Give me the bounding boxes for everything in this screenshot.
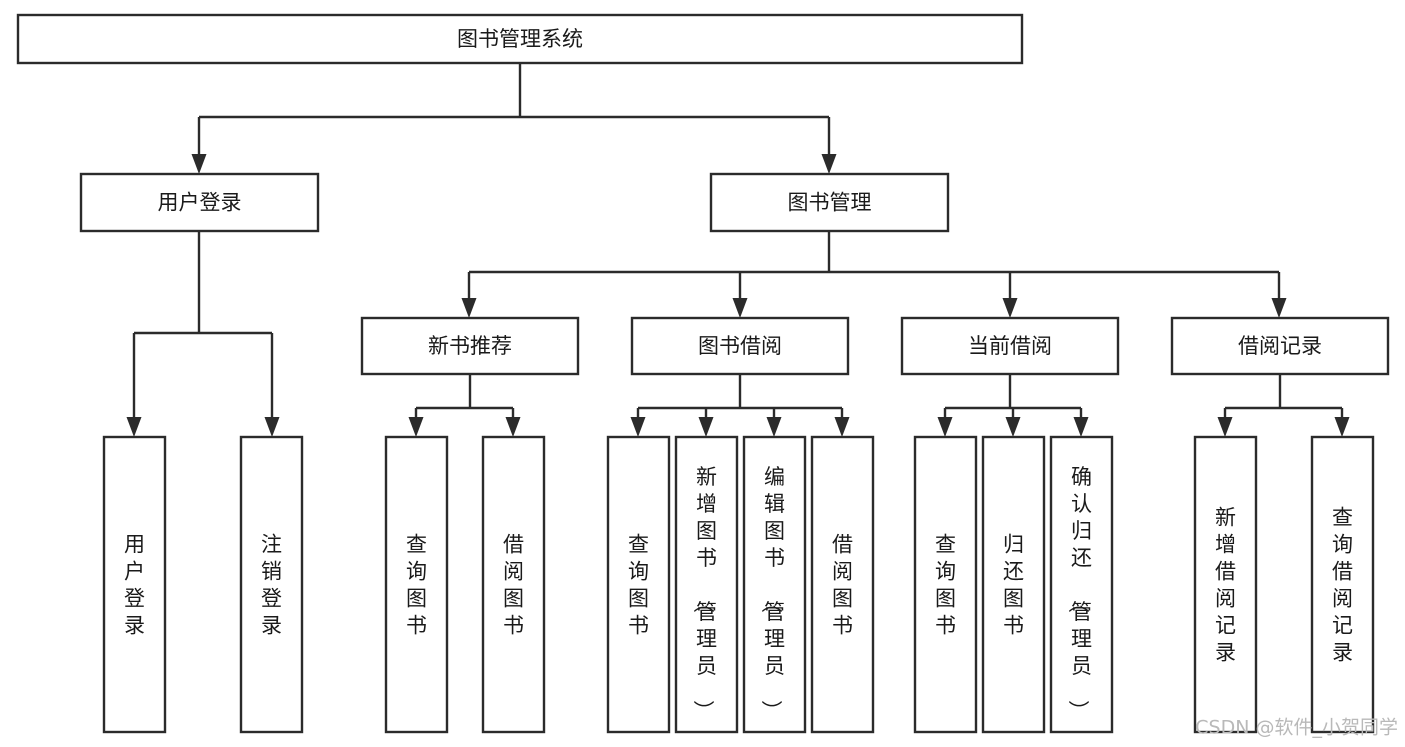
node-root[interactable]: 图书管理系统 <box>16 13 1024 65</box>
node-box[interactable] <box>360 316 580 376</box>
node-leaf-rec-add[interactable]: 新增借阅记录 <box>1193 435 1258 734</box>
connector-new-book-rec <box>408 374 521 437</box>
node-box[interactable] <box>79 172 320 233</box>
arrow-head-icon <box>732 298 748 318</box>
arrow-head-icon <box>766 417 782 437</box>
node-label: 用户登录 <box>124 533 145 638</box>
node-label: 图书管理 <box>788 191 872 215</box>
node-box[interactable] <box>481 435 546 734</box>
node-label: 新增图书（管理员） <box>691 465 717 721</box>
node-current-borrow[interactable]: 当前借阅 <box>900 316 1120 376</box>
arrow-head-icon <box>1002 298 1018 318</box>
node-label: 图书借阅 <box>698 334 782 358</box>
arrow-head-icon <box>1217 417 1233 437</box>
arrow-head-icon <box>1073 417 1089 437</box>
node-leaf-rec-borrow[interactable]: 借阅图书 <box>481 435 546 734</box>
node-leaf-rec-search[interactable]: 查询借阅记录 <box>1310 435 1375 734</box>
arrow-head-icon <box>264 417 280 437</box>
node-leaf-borrow-edit[interactable]: 编辑图书（管理员） <box>742 435 807 734</box>
node-box[interactable] <box>384 435 449 734</box>
node-label: 借阅图书 <box>832 533 853 638</box>
node-box[interactable] <box>709 172 950 233</box>
arrow-head-icon <box>1334 417 1350 437</box>
node-box[interactable] <box>606 435 671 734</box>
connector-user-login <box>126 231 280 437</box>
node-leaf-cur-confirm[interactable]: 确认归还（管理员） <box>1049 435 1114 734</box>
arrow-head-icon <box>461 298 477 318</box>
arrow-head-icon <box>630 417 646 437</box>
node-label: 借阅记录 <box>1238 334 1322 358</box>
node-box[interactable] <box>630 316 850 376</box>
node-user-login[interactable]: 用户登录 <box>79 172 320 233</box>
node-label: 查询图书 <box>935 533 956 638</box>
node-label: 归还图书 <box>1003 533 1024 638</box>
node-leaf-user-logout[interactable]: 注销登录 <box>239 435 304 734</box>
node-label: 新书推荐 <box>428 334 512 358</box>
node-label: 查询图书 <box>628 533 649 638</box>
node-label: 新增借阅记录 <box>1215 506 1236 665</box>
node-box[interactable] <box>1310 435 1375 734</box>
node-box[interactable] <box>981 435 1046 734</box>
node-layer: 图书管理系统用户登录图书管理新书推荐图书借阅当前借阅借阅记录用户登录注销登录查询… <box>16 13 1390 734</box>
node-leaf-borrow-add[interactable]: 新增图书（管理员） <box>674 435 739 734</box>
node-label: 编辑图书（管理员） <box>759 465 785 721</box>
node-label: 当前借阅 <box>968 334 1052 358</box>
node-box[interactable] <box>900 316 1120 376</box>
node-label: 查询图书 <box>406 533 427 638</box>
arrow-head-icon <box>1005 417 1021 437</box>
node-leaf-user-login[interactable]: 用户登录 <box>102 435 167 734</box>
arrow-head-icon <box>821 154 837 174</box>
node-label: 图书管理系统 <box>457 27 583 51</box>
node-box[interactable] <box>742 435 807 734</box>
arrow-head-icon <box>1271 298 1287 318</box>
node-box[interactable] <box>1170 316 1390 376</box>
connector-borrow-record <box>1217 374 1350 437</box>
node-label: 查询借阅记录 <box>1332 506 1353 665</box>
node-box[interactable] <box>102 435 167 734</box>
arrow-head-icon <box>191 154 207 174</box>
node-leaf-cur-return[interactable]: 归还图书 <box>981 435 1046 734</box>
arrow-head-icon <box>834 417 850 437</box>
node-label: 借阅图书 <box>503 533 524 638</box>
csdn-watermark: CSDN @软件_小贺同学 <box>1195 717 1398 739</box>
node-label: 用户登录 <box>158 191 242 215</box>
node-box[interactable] <box>1193 435 1258 734</box>
node-box[interactable] <box>16 13 1024 65</box>
node-label: 注销登录 <box>261 533 282 638</box>
node-leaf-borrow-lend[interactable]: 借阅图书 <box>810 435 875 734</box>
arrow-head-icon <box>126 417 142 437</box>
node-book-manage[interactable]: 图书管理 <box>709 172 950 233</box>
node-leaf-cur-query[interactable]: 查询图书 <box>913 435 978 734</box>
node-box[interactable] <box>239 435 304 734</box>
node-leaf-borrow-query[interactable]: 查询图书 <box>606 435 671 734</box>
node-box[interactable] <box>810 435 875 734</box>
node-leaf-rec-query[interactable]: 查询图书 <box>384 435 449 734</box>
connector-layer <box>126 63 1350 437</box>
node-box[interactable] <box>674 435 739 734</box>
connector-current-borrow <box>937 374 1089 437</box>
connector-root <box>191 63 837 174</box>
arrow-head-icon <box>505 417 521 437</box>
node-box[interactable] <box>1049 435 1114 734</box>
node-box[interactable] <box>913 435 978 734</box>
connector-book-borrow <box>630 374 850 437</box>
connector-book-manage <box>461 231 1287 318</box>
node-borrow-record[interactable]: 借阅记录 <box>1170 316 1390 376</box>
arrow-head-icon <box>698 417 714 437</box>
watermark-layer: CSDN @软件_小贺同学 <box>1195 717 1398 739</box>
arrow-head-icon <box>937 417 953 437</box>
node-book-borrow[interactable]: 图书借阅 <box>630 316 850 376</box>
node-new-book-rec[interactable]: 新书推荐 <box>360 316 580 376</box>
arrow-head-icon <box>408 417 424 437</box>
node-label: 确认归还（管理员） <box>1066 465 1092 721</box>
